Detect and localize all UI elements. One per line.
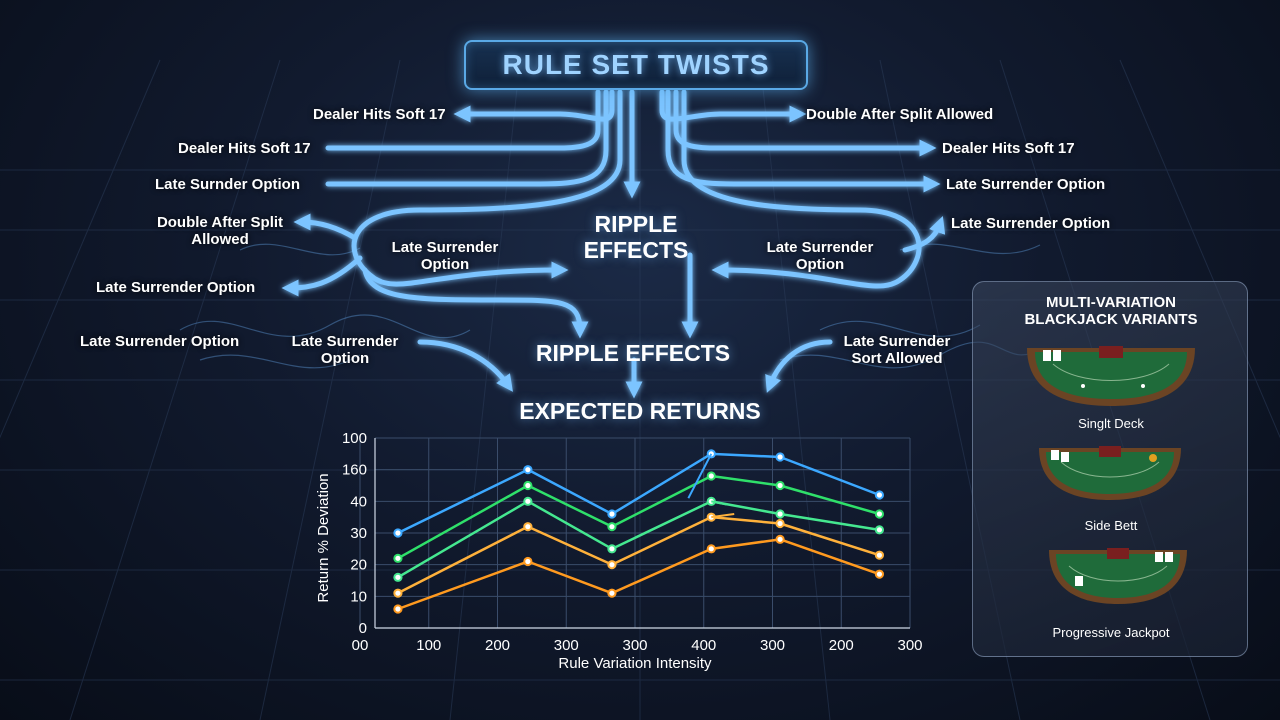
chart-data-point (874, 525, 885, 535)
chart-data-point (874, 490, 885, 500)
chart-crossover-segment (711, 513, 735, 519)
chart-data-point (775, 452, 785, 462)
chart-series-line-1 (397, 452, 880, 535)
single-deck-table-icon (1027, 346, 1195, 406)
chart-axes (374, 438, 910, 629)
chart-x-tick-label: 200 (485, 637, 510, 654)
chart-data-point (393, 604, 403, 614)
expected-returns-heading: EXPECTED RETURNS (519, 398, 761, 424)
chart-x-tick-label: 00 (352, 637, 369, 654)
chart-data-point (775, 534, 785, 544)
label-left-dealer-hits-1: Dealer Hits Soft 17 (313, 106, 446, 123)
chart-data-point (393, 528, 403, 538)
chart-y-tick-label: 40 (350, 493, 367, 510)
blackjack-variants-panel: MULTI-VARIATION BLACKJACK VARIANTS Singl… (972, 281, 1248, 657)
label-right-late-surrender-1: Late Surrender Option (946, 176, 1106, 193)
chart-data-point (393, 553, 403, 563)
label-right-double-after-split: Double After Split Allowed (806, 106, 994, 123)
chart-data-point (607, 588, 617, 598)
smoke-wisps (179, 243, 1041, 369)
chart-data-point (523, 480, 533, 491)
label-left-double-after-split: Double After Split Allowed (156, 214, 284, 248)
chart-data-point (775, 518, 785, 529)
chart-data-point (607, 509, 617, 519)
chart-x-tick-label: 300 (760, 637, 785, 654)
flow-tubes (281, 89, 946, 399)
chart-data-point (874, 509, 885, 519)
chart-data-point (607, 522, 617, 532)
chart-series (393, 449, 885, 614)
chart-series-line-3 (397, 500, 880, 579)
chart-data-point (523, 556, 533, 567)
label-left-late-surrender-1: Late Surnder Option (155, 176, 301, 193)
chart-data-point (874, 569, 885, 579)
ripple-effects-upper: RIPPLE EFFECTS (583, 211, 689, 263)
label-left-late-surrender-3: Late Surrender Option (80, 333, 240, 350)
variant-label-progressive-jackpot: Progressive Jackpot (1052, 625, 1170, 640)
chart-data-point (874, 550, 885, 560)
chart-data-point (393, 572, 403, 582)
chart-x-tick-label: 300 (622, 637, 647, 654)
label-right-dealer-hits: Dealer Hits Soft 17 (942, 140, 1075, 157)
label-left-late-surrender-2: Late Surrender Option (96, 279, 256, 296)
progressive-jackpot-table-icon (1049, 548, 1187, 604)
diagram-title: RULE SET TWISTS (502, 49, 770, 80)
chart-crossover-segment (711, 500, 727, 506)
variant-label-side-bet: Side Bett (1084, 518, 1138, 533)
variant-label-single-deck: Singlt Deck (1078, 416, 1144, 431)
chart-data-point (775, 480, 785, 491)
label-left-inner-late-surrender-1: Late Surrender Option (391, 239, 499, 273)
chart-data-point (607, 544, 617, 554)
chart-y-tick-label: 20 (350, 557, 367, 574)
chart-data-point (523, 496, 533, 506)
expected-returns-chart: 0 10 20 30 40 160 100 00 100 200 300 300 400 300 200 3… (315, 430, 923, 672)
chart-y-tick-label: 0 (359, 620, 367, 637)
chart-y-tick-label: 160 (342, 462, 367, 479)
side-bet-table-icon (1039, 446, 1181, 500)
chart-data-point (523, 522, 533, 532)
chart-x-tick-label: 300 (897, 637, 922, 654)
chart-y-ticks: 0 10 20 30 40 160 100 (342, 430, 367, 637)
label-left-inner-late-surrender-2: Late Surrender Option (291, 333, 399, 367)
chart-x-tick-label: 200 (829, 637, 854, 654)
chart-x-tick-label: 400 (691, 637, 716, 654)
chart-y-tick-label: 10 (350, 588, 367, 605)
chart-data-point (523, 465, 533, 475)
chart-x-tick-label: 300 (554, 637, 579, 654)
chart-data-point (607, 560, 617, 570)
chart-x-axis-title: Rule Variation Intensity (558, 655, 712, 672)
ripple-effects-lower: RIPPLE EFFECTS (535, 340, 731, 366)
chart-data-point (706, 471, 716, 481)
chart-y-tick-label: 30 (350, 525, 367, 542)
chart-y-tick-label: 100 (342, 430, 367, 447)
variants-panel-title: MULTI-VARIATION BLACKJACK VARIANTS (1024, 294, 1198, 328)
label-left-dealer-hits-2: Dealer Hits Soft 17 (178, 140, 311, 157)
chart-crossover-segment (687, 453, 713, 499)
label-right-inner-late-surrender: Late Surrender Option (766, 239, 874, 273)
label-right-late-surrender-2: Late Surrender Option (951, 215, 1111, 232)
chart-data-point (775, 509, 785, 519)
label-right-late-surrender-sort: Late Surrender Sort Allowed (843, 333, 951, 367)
chart-x-tick-label: 100 (416, 637, 441, 654)
chart-series-line-5 (397, 538, 880, 611)
chart-y-axis-title: Return % Deviation (315, 473, 332, 602)
chart-x-ticks: 00 100 200 300 300 400 300 200 300 (352, 637, 923, 654)
rule-set-twists-title-box: RULE SET TWISTS (464, 40, 808, 90)
chart-series-line-4 (397, 515, 880, 595)
chart-series-line-2 (397, 474, 880, 560)
chart-data-point (393, 588, 403, 598)
chart-data-point (706, 544, 716, 554)
